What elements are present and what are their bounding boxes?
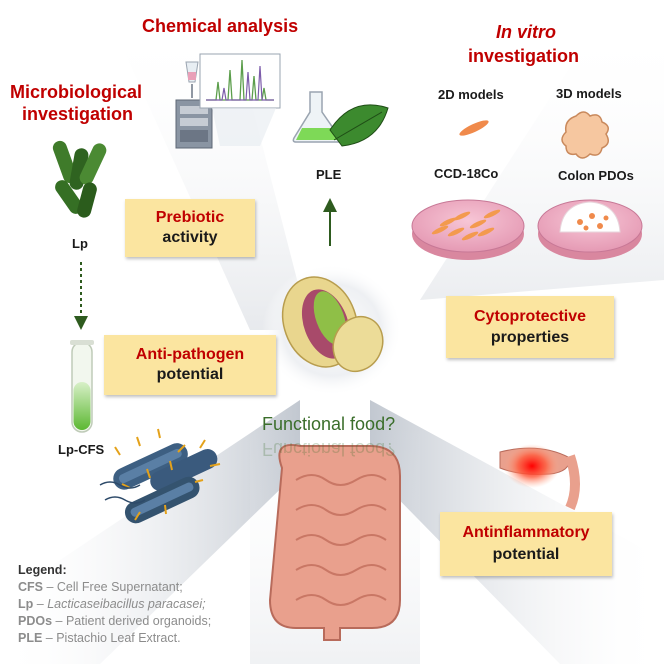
cytoprotective-box: Cytoprotective properties — [446, 296, 614, 358]
inflammation-icon — [499, 444, 580, 511]
legend: Legend: CFS – Cell Free Supernatant; Lp … — [18, 562, 211, 647]
anti-pathogen-box: Anti-pathogen potential — [104, 335, 276, 395]
antipathogen-line2: potential — [156, 366, 224, 383]
lp-label: Lp — [72, 236, 88, 251]
microbio-title-line2: investigation — [22, 104, 134, 124]
lp-cfs-label: Lp-CFS — [58, 442, 105, 457]
bacteria-icon — [52, 140, 107, 218]
legend-item: Lp – Lacticaseibacillus paracasei; — [18, 597, 206, 611]
organoid-icon — [561, 111, 609, 159]
petri-dish-organoid-icon — [537, 199, 643, 260]
prebiotic-line2: activity — [162, 229, 218, 246]
ple-label: PLE — [316, 167, 342, 182]
chemical-analysis-title: Chemical analysis — [142, 16, 299, 36]
cytoprotective-line1: Cytoprotective — [473, 308, 587, 325]
functional-food-reflection: Functional food? — [262, 439, 396, 459]
microbio-title-line1: Microbiological — [10, 82, 143, 102]
fibroblast-icon — [459, 120, 489, 136]
functional-food-question: Functional food? — [262, 414, 396, 434]
pathogen-icon — [99, 428, 221, 524]
prebiotic-activity-box: Prebiotic activity — [125, 199, 255, 257]
invitro-title-line1: In vitro — [496, 22, 557, 42]
petri-dish-icon — [411, 199, 525, 260]
up-arrow-head — [323, 198, 337, 212]
test-tube-icon — [70, 340, 94, 433]
cell-line-label: CCD-18Co — [434, 166, 499, 181]
organoids-label: Colon PDOs — [558, 168, 634, 183]
beam-left — [0, 400, 300, 664]
models-3d-label: 3D models — [556, 86, 622, 101]
legend-item: PLE – Pistachio Leaf Extract. — [18, 631, 181, 645]
beam-top-left — [110, 20, 310, 330]
invitro-title-line2: investigation — [468, 46, 580, 66]
legend-item: CFS – Cell Free Supernatant; — [18, 580, 183, 594]
legend-item: PDOs – Patient derived organoids; — [18, 614, 212, 628]
models-2d-label: 2D models — [438, 87, 504, 102]
hplc-icon — [175, 53, 281, 149]
pistachio-icon — [281, 276, 384, 373]
antinflammatory-box: Antinflammatory potential — [440, 512, 612, 576]
flask-leaf-icon — [292, 91, 389, 147]
antinflammatory-line1: Antinflammatory — [462, 524, 590, 541]
dotted-arrow-head — [74, 316, 88, 330]
antinflammatory-line2: potential — [492, 546, 560, 563]
cytoprotective-line2: properties — [490, 329, 570, 346]
antipathogen-line1: Anti-pathogen — [135, 346, 245, 363]
prebiotic-line1: Prebiotic — [155, 209, 225, 226]
legend-title: Legend: — [18, 563, 67, 577]
intestine-icon — [268, 444, 401, 641]
